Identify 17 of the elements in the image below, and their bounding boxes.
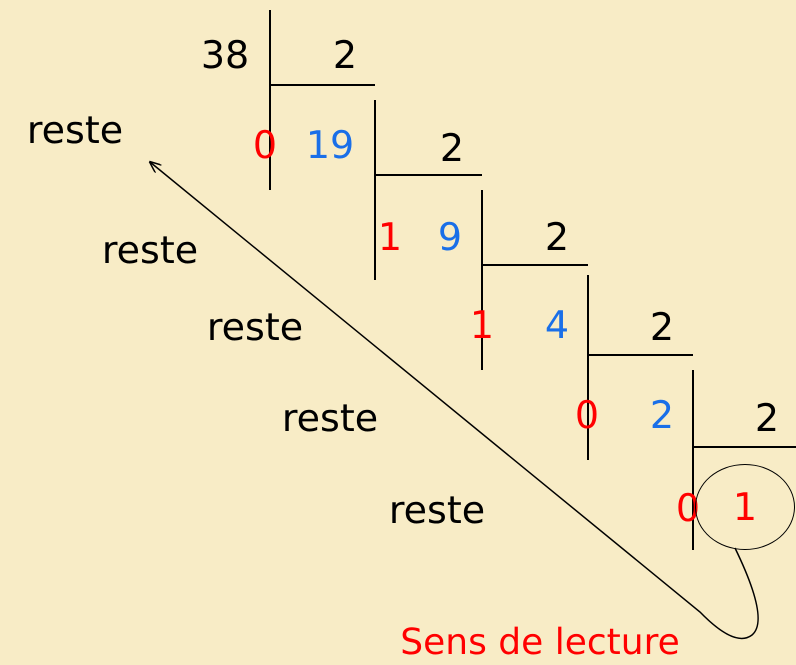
digit-number: 2 (650, 308, 674, 346)
digit-number: 2 (332, 36, 358, 74)
remainder-label: reste (282, 399, 378, 437)
digit-number: 2 (440, 129, 464, 167)
remainder-label: reste (26, 111, 124, 149)
curved-arrow (148, 160, 759, 639)
digit-number: 9 (438, 218, 462, 256)
digit-number: 4 (544, 306, 570, 344)
digit-number: 2 (650, 396, 674, 434)
digit-number: 19 (306, 126, 354, 164)
remainder-label: reste (388, 491, 486, 529)
digit-number: 2 (754, 399, 780, 437)
digit-number: 2 (544, 218, 570, 256)
remainder-label: reste (206, 308, 304, 346)
remainder-label: reste (102, 231, 198, 269)
digit-number: 1 (378, 218, 402, 256)
digit-number: 38 (200, 36, 250, 74)
